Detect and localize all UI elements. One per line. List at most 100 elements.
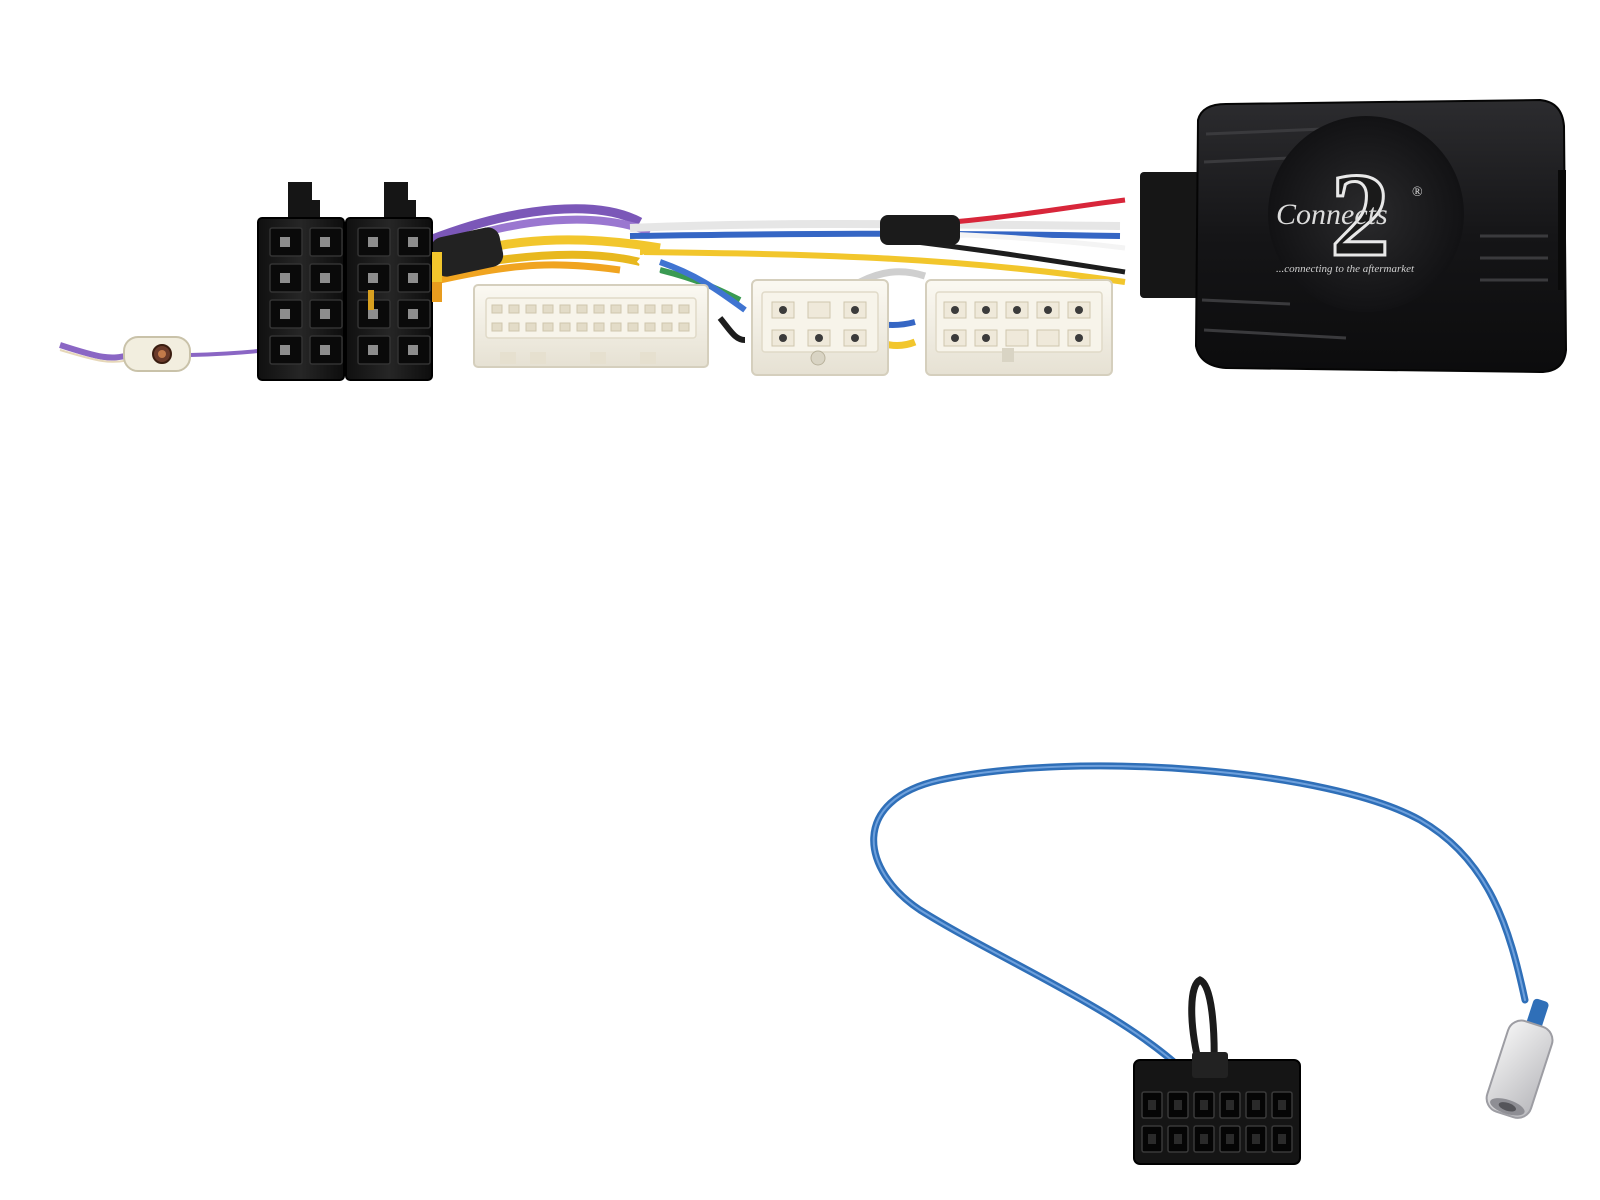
interface-box-ribs-left [1201, 126, 1347, 340]
white-connector-cavity [491, 304, 503, 314]
white-connector-cavity [593, 304, 605, 314]
heat-shrink-mid [880, 215, 960, 245]
white-connector-cavity [576, 322, 588, 332]
white-connector-pin [851, 306, 859, 314]
white-connector-cavity [1036, 329, 1060, 347]
interface-box-ribs-right [1480, 234, 1548, 282]
plug-pin-contact [1174, 1134, 1182, 1144]
white-connector-cavity [610, 322, 622, 332]
white-connector-cavity [1005, 329, 1029, 347]
plug-pin-contact [1148, 1134, 1156, 1144]
aerial-pin-connector [1485, 998, 1554, 1119]
iso-pin-contact [320, 273, 330, 283]
white-connector-cavity [807, 301, 831, 319]
iso-pin-contact [280, 273, 290, 283]
white-connector-cavity [644, 304, 656, 314]
iso-latch-right [384, 182, 416, 224]
wire-blue-trunk [629, 230, 1121, 239]
plug-pin-contact [1278, 1134, 1286, 1144]
white-connector-pin [951, 334, 959, 342]
iso-pin-contact [368, 345, 378, 355]
heat-shrink-left [430, 227, 504, 277]
white-connector-cavity [508, 304, 520, 314]
iso-pin-contact [368, 237, 378, 247]
white-connector-pin [779, 334, 787, 342]
white-connector-pin [982, 334, 990, 342]
white-connector-10pin [925, 279, 1113, 376]
iso-pin-grid [269, 227, 431, 365]
plug-pin-contact [1252, 1134, 1260, 1144]
logo-disc [1268, 116, 1464, 312]
white-connector-cavity [661, 322, 673, 332]
white-connector-cavity [508, 322, 520, 332]
white-connector-cavity [491, 322, 503, 332]
wire-purple [428, 204, 643, 245]
plug-pin-contact [1226, 1100, 1234, 1110]
iso-pin-contact [320, 345, 330, 355]
blue-patch-lead [870, 762, 1529, 1076]
aerial-pin-body [1485, 1019, 1554, 1119]
white-connector-cavity [542, 322, 554, 332]
white-connector-pin [1044, 306, 1052, 314]
white-connector-24pin [473, 284, 709, 368]
iso-pin-contact [280, 309, 290, 319]
black-wire-loop [1188, 976, 1218, 1069]
wire-white [629, 220, 1121, 232]
white-connector-cavity [559, 322, 571, 332]
iso-pin-contact [408, 237, 418, 247]
white-connector-cavity [627, 322, 639, 332]
logo-tagline: ...connecting to the aftermarket [1276, 263, 1415, 275]
white-connector-cavity [678, 304, 690, 314]
plug-pin-contact [1174, 1100, 1182, 1110]
iso-pin-contact [408, 273, 418, 283]
white-connector-cavity [627, 304, 639, 314]
logo-brand-text: Connects [1276, 198, 1388, 231]
iso-pin-contact [408, 345, 418, 355]
white-connector-cavity [644, 322, 656, 332]
iso-pin-contact [320, 237, 330, 247]
plug-pin-contact [1200, 1100, 1208, 1110]
white-connector-cavity [678, 322, 690, 332]
white-connector-pin [1075, 334, 1083, 342]
iso-pin-contact [408, 309, 418, 319]
iso-latch-left [288, 182, 320, 224]
white-connector-cavity [559, 304, 571, 314]
iso-connector-pair [257, 182, 442, 381]
iso-pin-contact [280, 237, 290, 247]
white-connector-pin [951, 306, 959, 314]
blue-cable [870, 762, 1529, 1076]
white-connector-cavity [525, 304, 537, 314]
white-connector-cavity [661, 304, 673, 314]
white-connector-cavity [576, 304, 588, 314]
wire-blue-branch [659, 259, 747, 313]
white-connector-cavity [610, 304, 622, 314]
white-connector-pin [1075, 306, 1083, 314]
white-connector-pin [982, 306, 990, 314]
white-connector-6pin [751, 279, 889, 376]
interface-box-collar [1140, 172, 1200, 298]
white-connector-cavity [542, 304, 554, 314]
white-connector-pin [851, 334, 859, 342]
iso-pin-contact [368, 273, 378, 283]
wire-black-branch [717, 316, 746, 343]
plug-pin-contact [1200, 1134, 1208, 1144]
white-connector-pin [779, 306, 787, 314]
white-connector-pin [1013, 306, 1021, 314]
plug-pin-contact [1148, 1100, 1156, 1110]
white-connector-cavity [525, 322, 537, 332]
logo-registered-mark: ® [1412, 185, 1423, 200]
logo-numeral: 2 [1330, 148, 1390, 281]
iso-pin-contact [280, 345, 290, 355]
iso-pin-contact [368, 309, 378, 319]
plug-pin-contact [1226, 1134, 1234, 1144]
white-vehicle-connectors [473, 279, 1113, 376]
wire-orange [439, 261, 621, 284]
black-multipin-plug [1133, 1052, 1301, 1165]
plug-pin-contact [1278, 1100, 1286, 1110]
white-connector-cavity [593, 322, 605, 332]
wire-yellow-trunk [639, 249, 1126, 285]
plug-pin-contact [1252, 1100, 1260, 1110]
white-connector-pin [815, 334, 823, 342]
